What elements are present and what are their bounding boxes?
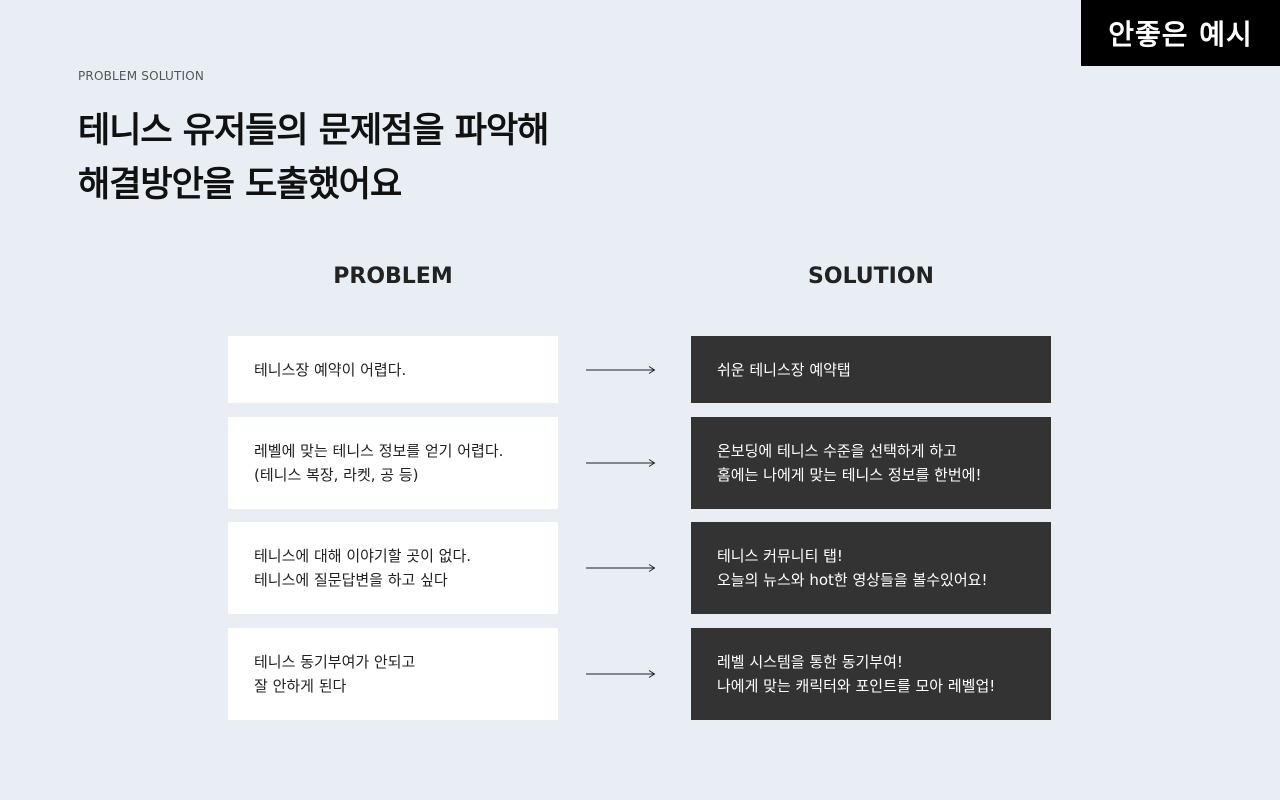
problem-column-title: PROBLEM [333,264,453,289]
page-title: 테니스 유저들의 문제점을 파악해 해결방안을 도출했어요 [78,104,549,212]
solution-column-title: SOLUTION [808,264,934,289]
solution-card-1: 쉬운 테니스장 예약탭 [691,336,1051,403]
solution-4-line-1: 레벨 시스템을 통한 동기부여! [717,653,903,671]
section-eyebrow: PROBLEM SOLUTION [78,69,205,83]
arrow-right-icon [586,458,656,468]
problem-3-line-1: 테니스에 대해 이야기할 곳이 없다. [254,547,472,565]
problem-4-line-1: 테니스 동기부여가 안되고 [254,653,416,671]
problem-card-1: 테니스장 예약이 어렵다. [228,336,558,403]
problem-2-line-2: (테니스 복장, 라켓, 공 등) [254,466,419,484]
problem-card-4: 테니스 동기부여가 안되고 잘 안하게 된다 [228,628,558,720]
solution-card-4: 레벨 시스템을 통한 동기부여! 나에게 맞는 캐릭터와 포인트를 모아 레벨업… [691,628,1051,720]
problem-card-3: 테니스에 대해 이야기할 곳이 없다. 테니스에 질문답변을 하고 싶다 [228,522,558,614]
page-title-line-1: 테니스 유저들의 문제점을 파악해 [78,111,549,151]
solution-card-2: 온보딩에 테니스 수준을 선택하게 하고 홈에는 나에게 맞는 테니스 정보를 … [691,417,1051,509]
arrow-right-icon [586,669,656,679]
problem-2-line-1: 레벨에 맞는 테니스 정보를 얻기 어렵다. [254,442,504,460]
page-title-line-2: 해결방안을 도출했어요 [78,165,402,205]
bad-example-badge: 안좋은 예시 [1081,0,1280,66]
solution-4-line-2: 나에게 맞는 캐릭터와 포인트를 모아 레벨업! [717,677,996,695]
solution-3-line-2: 오늘의 뉴스와 hot한 영상들을 볼수있어요! [717,571,988,589]
solution-1-line-1: 쉬운 테니스장 예약탭 [717,360,851,379]
problem-3-line-2: 테니스에 질문답변을 하고 싶다 [254,571,448,589]
solution-card-3: 테니스 커뮤니티 탭! 오늘의 뉴스와 hot한 영상들을 볼수있어요! [691,522,1051,614]
problem-card-2: 레벨에 맞는 테니스 정보를 얻기 어렵다. (테니스 복장, 라켓, 공 등) [228,417,558,509]
arrow-right-icon [586,563,656,573]
problem-1-line-1: 테니스장 예약이 어렵다. [254,360,407,379]
arrow-right-icon [586,365,656,375]
problem-4-line-2: 잘 안하게 된다 [254,677,347,695]
solution-2-line-2: 홈에는 나에게 맞는 테니스 정보를 한번에! [717,466,982,484]
solution-3-line-1: 테니스 커뮤니티 탭! [717,547,843,565]
solution-2-line-1: 온보딩에 테니스 수준을 선택하게 하고 [717,442,957,460]
